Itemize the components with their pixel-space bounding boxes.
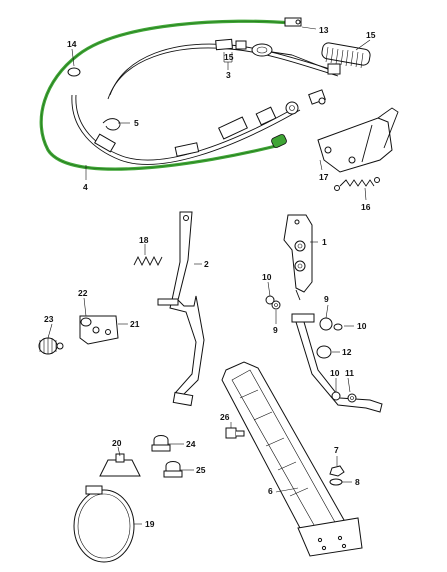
washers-and-bushings xyxy=(265,295,357,403)
label-22: 22 xyxy=(78,288,88,298)
label-13: 13 xyxy=(319,25,329,35)
label-2: 2 xyxy=(204,259,209,269)
grommet xyxy=(38,337,64,355)
mounting-bracket xyxy=(79,315,119,345)
label-9-left: 9 xyxy=(273,325,278,335)
pedal-lever xyxy=(157,211,205,407)
accelerator-cable xyxy=(71,17,341,165)
pedal-rod xyxy=(291,313,383,413)
label-20: 20 xyxy=(112,438,122,448)
hose-clips xyxy=(151,435,183,478)
pedal-spring xyxy=(133,255,163,267)
label-10-lower: 10 xyxy=(330,368,340,378)
label-7: 7 xyxy=(334,445,339,455)
label-8: 8 xyxy=(355,477,360,487)
label-19: 19 xyxy=(145,519,155,529)
label-18: 18 xyxy=(139,235,149,245)
label-4: 4 xyxy=(83,182,88,192)
label-6: 6 xyxy=(268,486,273,496)
label-23: 23 xyxy=(44,314,54,324)
label-10-mid: 10 xyxy=(357,321,367,331)
label-21: 21 xyxy=(130,319,140,329)
highlighted-cable[interactable] xyxy=(39,19,293,171)
label-1: 1 xyxy=(322,237,327,247)
bolt xyxy=(225,427,245,439)
part-labels: 13 14 15 15 3 5 4 17 16 18 2 1 10 9 9 10… xyxy=(44,25,376,529)
clip-ring xyxy=(67,67,81,77)
label-3: 3 xyxy=(226,70,231,80)
label-24: 24 xyxy=(186,439,196,449)
label-9-right: 9 xyxy=(324,294,329,304)
label-14: 14 xyxy=(67,39,77,49)
label-16: 16 xyxy=(361,202,371,212)
accelerator-pedal xyxy=(221,361,363,557)
label-15-top: 15 xyxy=(366,30,376,40)
label-25: 25 xyxy=(196,465,206,475)
cable-clip xyxy=(102,118,121,131)
clamp-cap xyxy=(99,453,141,477)
label-17: 17 xyxy=(319,172,329,182)
pedal-bracket xyxy=(283,214,313,301)
hose-clamp xyxy=(73,485,135,563)
nut-and-washer xyxy=(329,465,345,486)
label-5: 5 xyxy=(134,118,139,128)
label-15-sub: 15 xyxy=(224,52,234,62)
label-12: 12 xyxy=(342,347,352,357)
cable-bracket xyxy=(317,107,399,173)
leader-lines xyxy=(47,26,371,525)
label-10-upper: 10 xyxy=(262,272,272,282)
return-spring xyxy=(334,177,380,191)
label-11: 11 xyxy=(345,368,354,378)
label-26: 26 xyxy=(220,412,230,422)
